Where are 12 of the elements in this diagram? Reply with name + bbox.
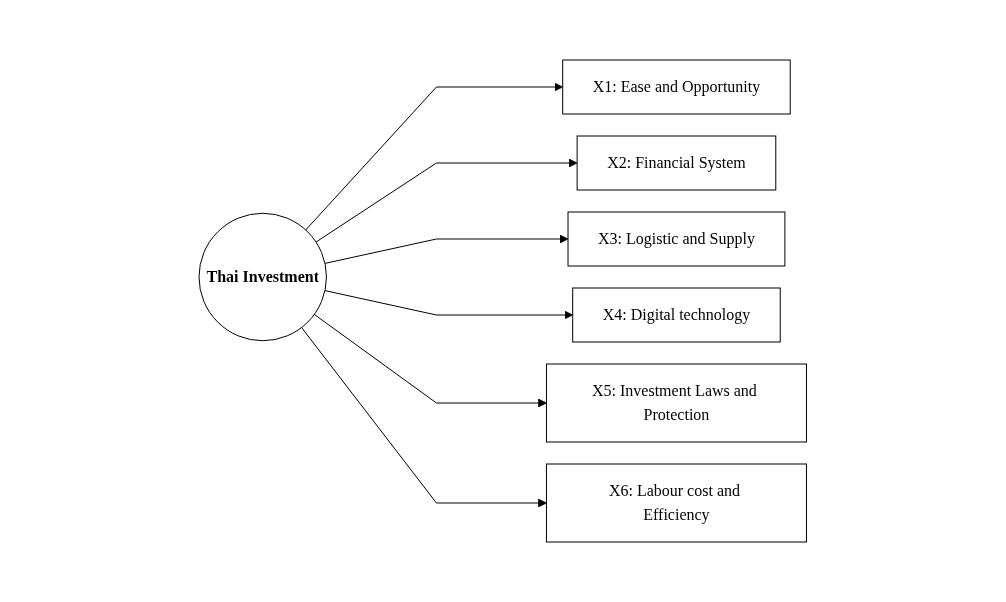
node-box: X3: Logistic and Supply bbox=[567, 211, 786, 267]
arrow bbox=[324, 290, 574, 320]
arrow bbox=[305, 82, 564, 231]
node-circle: Thai Investment bbox=[198, 212, 328, 342]
arrow bbox=[301, 327, 548, 508]
node-box: X1: Ease and Opportunity bbox=[562, 59, 791, 115]
node-box: X6: Labour cost and Efficiency bbox=[546, 463, 808, 543]
arrow bbox=[324, 234, 569, 264]
node-box: X2: Financial System bbox=[576, 135, 777, 191]
arrow bbox=[315, 158, 578, 243]
node-box: X5: Investment Laws and Protection bbox=[546, 363, 808, 443]
node-box: X4: Digital technology bbox=[572, 287, 781, 343]
